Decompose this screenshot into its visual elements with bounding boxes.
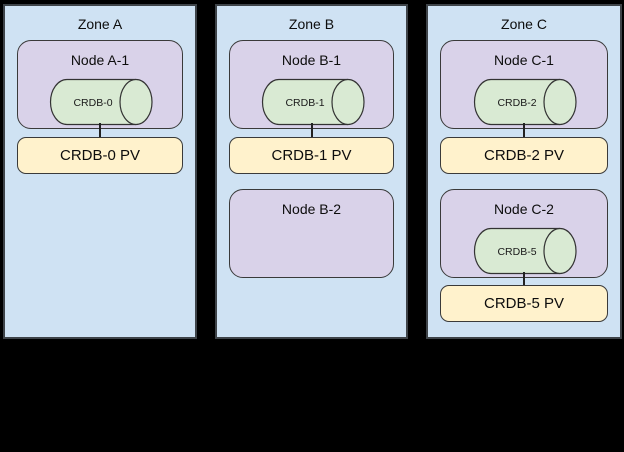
connector-crdb-0-to-pv [99, 123, 101, 138]
pv-crdb-2-label: CRDB-2 PV [483, 147, 565, 164]
cylinder-cap [119, 78, 153, 126]
zone-b-title: Zone B [288, 16, 335, 32]
zone-b: Zone B Node B-1 CRDB-1 CRDB-1 PV Node B-… [215, 4, 408, 339]
cylinder-cap [543, 227, 577, 275]
pv-crdb-1-label: CRDB-1 PV [271, 147, 352, 164]
pv-crdb-0: CRDB-0 PV [17, 137, 183, 174]
cylinder-cap [330, 78, 365, 126]
pv-crdb-2: CRDB-2 PV [440, 137, 608, 174]
crdb-2-cylinder-icon: CRDB-2 [473, 78, 577, 126]
zone-a: Zone A Node A-1 CRDB-0 CRDB-0 PV [3, 4, 197, 339]
pv-crdb-0-label: CRDB-0 PV [59, 147, 141, 164]
node-b-2: Node B-2 [229, 189, 394, 278]
cylinder-body [261, 78, 348, 126]
crdb-5-cylinder-icon: CRDB-5 [473, 227, 577, 275]
node-c-2-title: Node C-2 [494, 201, 554, 217]
zone-a-title: Zone A [77, 16, 123, 32]
connector-crdb-5-to-pv [523, 272, 525, 286]
crdb-2-label: CRDB-2 [497, 97, 536, 109]
node-b-1: Node B-1 CRDB-1 [229, 40, 394, 129]
node-c-2: Node C-2 CRDB-5 [440, 189, 608, 278]
cylinder-cap [543, 78, 577, 126]
crdb-1-cylinder-icon: CRDB-1 [261, 78, 365, 126]
cylinder-body [49, 78, 136, 126]
node-a-1: Node A-1 CRDB-0 [17, 40, 183, 129]
pv-crdb-1: CRDB-1 PV [229, 137, 394, 174]
crdb-0-cylinder-icon: CRDB-0 [49, 78, 153, 126]
zone-c: Zone C Node C-1 CRDB-2 CRDB-2 PV Node C-… [426, 4, 622, 339]
node-b-1-title: Node B-1 [281, 52, 342, 68]
pv-crdb-5: CRDB-5 PV [440, 285, 608, 322]
connector-crdb-2-to-pv [523, 123, 525, 138]
cylinder-body [473, 78, 560, 126]
node-c-1-title: Node C-1 [494, 52, 554, 68]
pv-crdb-5-label: CRDB-5 PV [483, 295, 565, 312]
node-a-1-title: Node A-1 [70, 52, 130, 68]
cylinder-body [473, 227, 560, 275]
node-b-2-title: Node B-2 [281, 201, 342, 217]
node-c-1: Node C-1 CRDB-2 [440, 40, 608, 129]
crdb-0-label: CRDB-0 [73, 97, 112, 109]
connector-crdb-1-to-pv [310, 123, 313, 138]
crdb-1-label: CRDB-1 [285, 97, 324, 109]
crdb-5-label: CRDB-5 [497, 246, 536, 258]
zone-c-title: Zone C [501, 16, 547, 32]
